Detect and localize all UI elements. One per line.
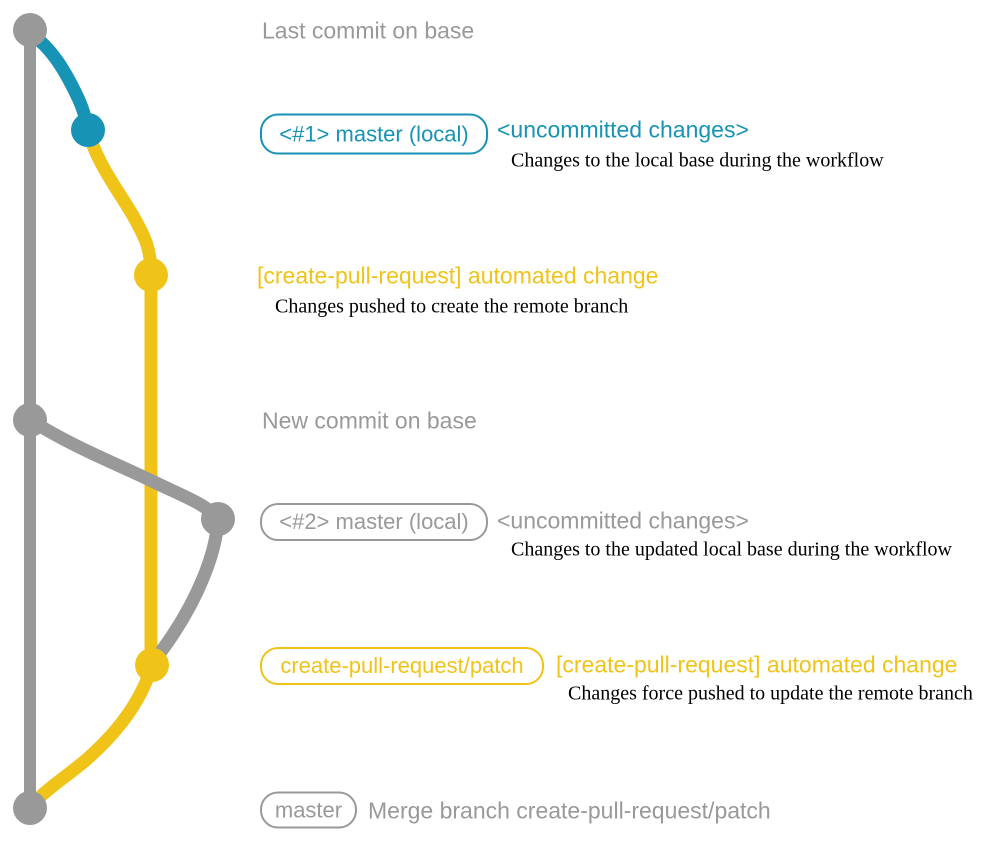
branch-badge-master-local-2: <#2> master (local)	[260, 503, 488, 541]
note-local-base-changes: Changes to the local base during the wor…	[511, 149, 884, 172]
branch-badge-master: master	[260, 791, 357, 829]
branch-badge-label: master	[274, 797, 343, 822]
commit-dot-new-base	[13, 403, 47, 437]
commit-dot-merge	[13, 791, 47, 825]
branch-badge-patch: create-pull-request/patch	[260, 647, 544, 685]
label-new-commit-on-base: New commit on base	[262, 407, 477, 434]
branch-badge-label: create-pull-request/patch	[280, 653, 524, 678]
branch-curve-patch-create	[81, 123, 158, 282]
commit-dot-uncommitted-1	[71, 113, 105, 147]
branch-curve-local-master-2	[23, 413, 225, 526]
commit-dot-automated-1	[134, 258, 168, 292]
git-graph	[13, 13, 235, 825]
branch-curve-force-push	[145, 512, 225, 672]
title-uncommitted-changes-2: <uncommitted changes>	[497, 507, 749, 534]
branch-badge-label: <#2> master (local)	[279, 509, 469, 534]
label-last-commit-on-base: Last commit on base	[262, 17, 475, 44]
title-uncommitted-changes-1: <uncommitted changes>	[497, 116, 749, 143]
label-merge-branch: Merge branch create-pull-request/patch	[368, 797, 771, 824]
branch-badge-master-local-1: <#1> master (local)	[260, 113, 488, 155]
title-automated-change-1: [create-pull-request] automated change	[257, 262, 659, 289]
note-changes-pushed: Changes pushed to create the remote bran…	[275, 295, 629, 318]
note-force-pushed: Changes force pushed to update the remot…	[568, 682, 973, 705]
branch-curve-merge	[23, 658, 159, 815]
note-updated-local-base-changes: Changes to the updated local base during…	[511, 538, 952, 561]
title-automated-change-2: [create-pull-request] automated change	[556, 651, 958, 678]
branch-badge-label: <#1> master (local)	[279, 121, 469, 146]
commit-dot-automated-2	[135, 648, 169, 682]
commit-dot-uncommitted-2	[201, 502, 235, 536]
commit-dot-last-base	[13, 13, 47, 47]
